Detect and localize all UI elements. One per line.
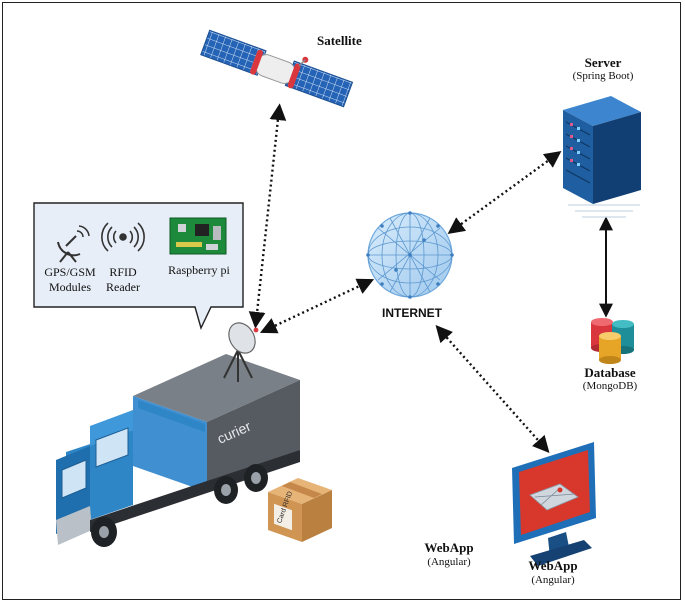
connections	[248, 103, 613, 454]
rfid-reader-icon	[101, 222, 145, 252]
delivery-truck-icon: curier	[56, 322, 300, 547]
webapp-monitor-icon	[512, 442, 596, 566]
link-internet-webapp	[435, 324, 550, 454]
internet-globe-icon	[366, 211, 454, 299]
parcel-box-icon: Card RFID	[268, 478, 332, 542]
database-icon	[591, 318, 634, 364]
server-rack-icon	[563, 96, 641, 218]
webapp-left-sublabel: (Angular)	[427, 556, 471, 568]
raspberry-pi-label: Raspberry pi	[168, 263, 230, 277]
webapp-label: WebApp	[528, 558, 578, 573]
gps-antenna-icon	[57, 225, 90, 263]
server-label: Server	[584, 55, 622, 70]
satellite-icon	[200, 29, 354, 108]
link-internet-server	[447, 151, 562, 234]
link-satellite-antenna	[248, 103, 287, 329]
rfid-label-line1: RFID	[109, 265, 137, 279]
raspberry-pi-board-icon	[169, 217, 227, 255]
rfid-label-line2: Reader	[106, 280, 140, 294]
satellite-label: Satellite	[317, 33, 362, 48]
gps-label-line2: Modules	[49, 280, 91, 294]
webapp-sublabel: (Angular)	[531, 574, 575, 586]
gps-label-line1: GPS/GSM	[44, 265, 96, 279]
webapp-left-label: WebApp	[424, 540, 474, 555]
database-label: Database	[584, 365, 636, 380]
database-sublabel: (MongoDB)	[582, 380, 638, 392]
truck-antenna-icon	[223, 322, 259, 382]
internet-label: INTERNET	[382, 306, 442, 320]
server-sublabel: (Spring Boot)	[572, 70, 634, 82]
link-antenna-internet	[259, 278, 375, 334]
device-callout	[33, 202, 244, 330]
